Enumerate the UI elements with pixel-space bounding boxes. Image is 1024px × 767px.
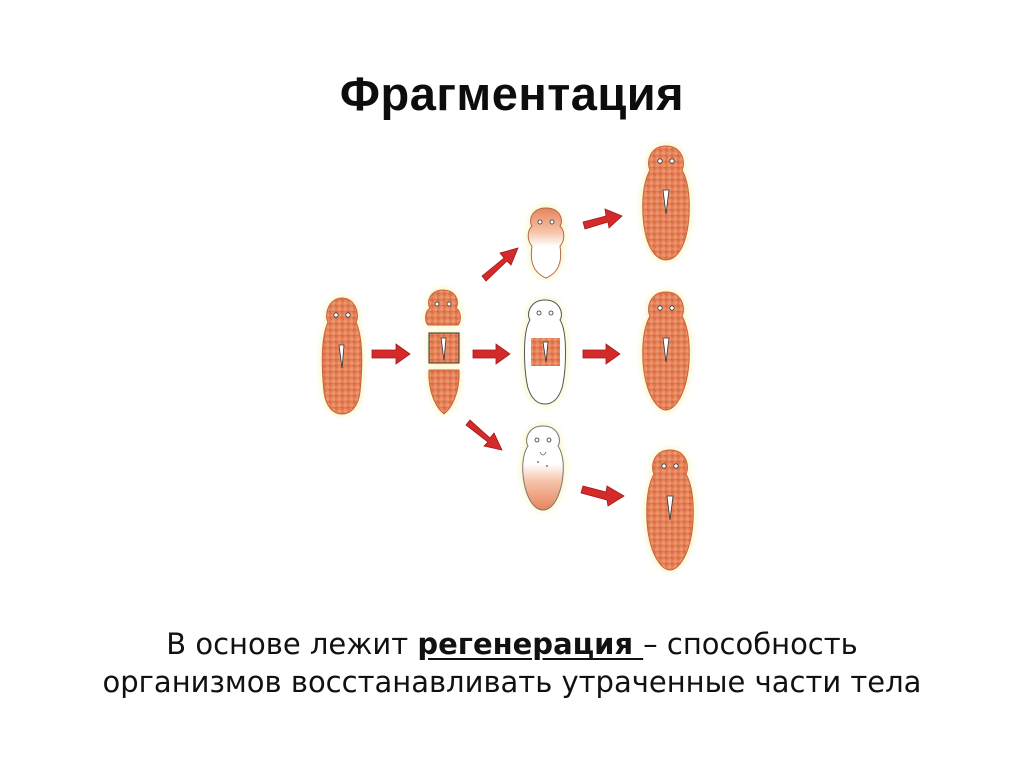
- regenerating-head-fragment: [527, 207, 565, 279]
- caption: В основе лежит регенерация – способность…: [0, 625, 1024, 701]
- arrow-up-1: [481, 247, 519, 282]
- caption-line2: организмов восстанавливать утраченные ча…: [102, 665, 922, 699]
- caption-term: регенерация: [417, 627, 644, 661]
- planarian-tail-fragment: [428, 369, 460, 415]
- caption-rest: – способность: [643, 627, 858, 661]
- regenerating-middle-fragment: [524, 299, 566, 405]
- planarian-middle-fragment: [428, 332, 460, 364]
- arrow-down-1: [465, 419, 503, 451]
- arrow-middle-1: [472, 343, 511, 365]
- caption-lead: В основе лежит: [166, 627, 418, 661]
- slide-title: Фрагментация: [339, 67, 685, 120]
- arrow-middle-2: [582, 343, 621, 365]
- planarian-regenerated-top: [642, 145, 690, 261]
- planarian-regenerated-middle: [642, 291, 690, 411]
- arrow-cut: [371, 343, 411, 365]
- regenerating-tail-fragment: [522, 425, 564, 511]
- planarian-whole: [321, 297, 363, 415]
- planarian-head-fragment: [425, 289, 461, 326]
- arrow-up-2: [582, 208, 623, 230]
- arrow-down-2: [580, 485, 625, 507]
- planarian-regenerated-bottom: [646, 449, 694, 571]
